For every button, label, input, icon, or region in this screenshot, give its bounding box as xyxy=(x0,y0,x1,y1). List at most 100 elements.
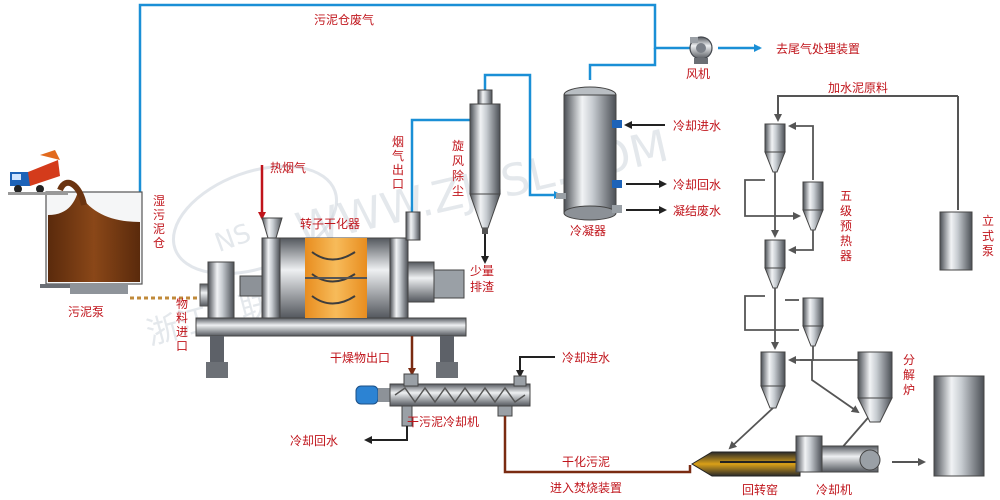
material-inlet-char: 料 xyxy=(176,311,188,325)
flue-gas-outlet-char: 出 xyxy=(392,163,404,177)
cyclone-char: 风 xyxy=(452,154,464,168)
condenser-cooling-inlet xyxy=(612,120,622,128)
sludge-contents xyxy=(48,192,140,282)
small-slag-label: 少量 排渣 xyxy=(470,264,498,294)
screw-cooler-inlet xyxy=(403,373,419,387)
wet-sludge-bin-label-char: 湿 xyxy=(153,193,165,208)
screw-cooler-motor xyxy=(355,385,379,405)
five-stage-preheater xyxy=(760,123,824,409)
screw-cooling-return-label: 冷却回水 xyxy=(290,434,338,448)
dryer-bearing xyxy=(239,275,265,297)
calciner-cone xyxy=(857,397,893,423)
sludge-pump-label: 污泥泵 xyxy=(68,305,104,319)
preheater-cyclone-4 xyxy=(802,297,824,347)
screw-cooler xyxy=(355,373,531,427)
fan xyxy=(689,36,713,64)
flue-gas-outlet-char: 气 xyxy=(392,148,404,163)
material-inlet-char: 口 xyxy=(176,339,188,353)
dump-truck xyxy=(8,150,68,195)
vertical-pump-body xyxy=(939,211,973,271)
dryer-foot xyxy=(436,362,458,378)
five-stage-preheater-label: 五 级 预 热 器 xyxy=(840,189,856,263)
condenser-gas-inlet xyxy=(556,193,566,199)
dryer-gas-inlet xyxy=(261,217,283,239)
dry-sludge-label: 干化污泥 xyxy=(562,455,610,469)
screw-cooling-in-label: 冷却进水 xyxy=(562,351,610,365)
calciner xyxy=(857,351,893,423)
dryer-end-plate-right xyxy=(389,237,409,319)
vertical-pump-char: 立 xyxy=(982,213,994,228)
fan-label: 风机 xyxy=(686,67,710,81)
exhaust-gas-lines xyxy=(138,3,762,212)
screw-cooling-in-arrow xyxy=(516,356,555,378)
screw-cooling-return-arrow xyxy=(364,426,408,444)
flue-gas-outlet-char: 口 xyxy=(392,177,404,191)
preheater-cyclone-1 xyxy=(764,123,786,173)
preheater-char: 五 xyxy=(840,189,852,203)
wet-sludge-bin-label-char: 污 xyxy=(153,208,165,222)
cooler-label: 冷却机 xyxy=(816,483,852,497)
add-cement-raw-label: 加水泥原料 xyxy=(828,81,888,95)
silo-body xyxy=(933,375,985,477)
condenser-cooling-in-label: 冷却进水 xyxy=(673,119,721,133)
preheater-char: 级 xyxy=(840,204,852,218)
condenser-label: 冷凝器 xyxy=(570,223,606,238)
material-inlet-char: 物 xyxy=(176,297,188,311)
flue-gas-line xyxy=(410,73,562,212)
truck-window xyxy=(12,174,21,180)
preheater-flow-lines xyxy=(728,122,874,451)
hot-flue-gas-label: 热烟气 xyxy=(270,160,306,175)
dryer-foot xyxy=(206,362,228,378)
dry-outlet-label: 干燥物出口 xyxy=(330,351,390,365)
dryer-leg xyxy=(440,336,454,362)
screw-flights xyxy=(394,386,526,404)
screw-cooler-outlet xyxy=(497,405,513,417)
truck-bed xyxy=(28,160,60,186)
dryer-leg xyxy=(210,336,224,362)
sludge-bin-base xyxy=(40,284,70,288)
screw-cooler-water-inlet xyxy=(513,375,527,387)
preheater-cyclone-2 xyxy=(802,181,824,231)
cyclone-label: 旋 风 除 尘 xyxy=(452,139,468,198)
cyclone-body xyxy=(469,103,501,195)
clinker-silo xyxy=(933,375,985,477)
small-slag-line: 少量 xyxy=(470,264,494,278)
cyclone xyxy=(469,89,501,234)
condenser-drain xyxy=(612,205,622,213)
rotary-kiln-label: 回转窑 xyxy=(742,482,778,497)
watermark-logo-text: NS xyxy=(211,218,255,258)
preheater-cyclone-3 xyxy=(764,239,786,289)
preheater-cyclone-5 xyxy=(760,351,786,409)
cyclone-top-pipe xyxy=(477,89,493,105)
truck-wheel-rear xyxy=(36,185,44,193)
sludge-bin-exhaust-label: 污泥仓废气 xyxy=(314,12,374,27)
kiln-shell xyxy=(691,451,801,477)
preheater-char: 热 xyxy=(840,234,852,248)
wet-sludge-bin-label-char: 仓 xyxy=(153,236,165,250)
vertical-pump-label: 立 式 泵 xyxy=(982,213,998,258)
calciner-body xyxy=(857,351,893,399)
vertical-pump-char: 式 xyxy=(982,229,994,243)
dryer-base-frame xyxy=(195,317,467,337)
condenser xyxy=(556,86,622,221)
calciner-label: 分 解 炉 xyxy=(903,353,919,397)
rotor-paddles xyxy=(311,251,356,305)
wet-sludge-bin-label: 湿 污 泥 仓 xyxy=(153,193,169,250)
truck-wheel-front xyxy=(14,185,22,193)
truck-load xyxy=(40,150,60,160)
truck-platform xyxy=(8,192,68,195)
cyclone-char: 尘 xyxy=(452,184,464,198)
rotor-dryer-label: 转子干化器 xyxy=(300,216,360,231)
dryer-gearbox xyxy=(433,269,465,299)
preheater-char: 预 xyxy=(840,219,852,233)
dryer-end-plate-left xyxy=(261,237,281,319)
condenser-bottom xyxy=(563,205,617,221)
calciner-char: 分 xyxy=(903,353,915,367)
screw-cooler-coupling xyxy=(378,388,390,402)
sludge-dump-stream xyxy=(57,179,87,206)
flue-gas-outlet-char: 烟 xyxy=(392,135,404,149)
condenser-body xyxy=(563,94,617,214)
fan-hub xyxy=(696,43,706,53)
cyclone-char: 除 xyxy=(452,168,464,183)
